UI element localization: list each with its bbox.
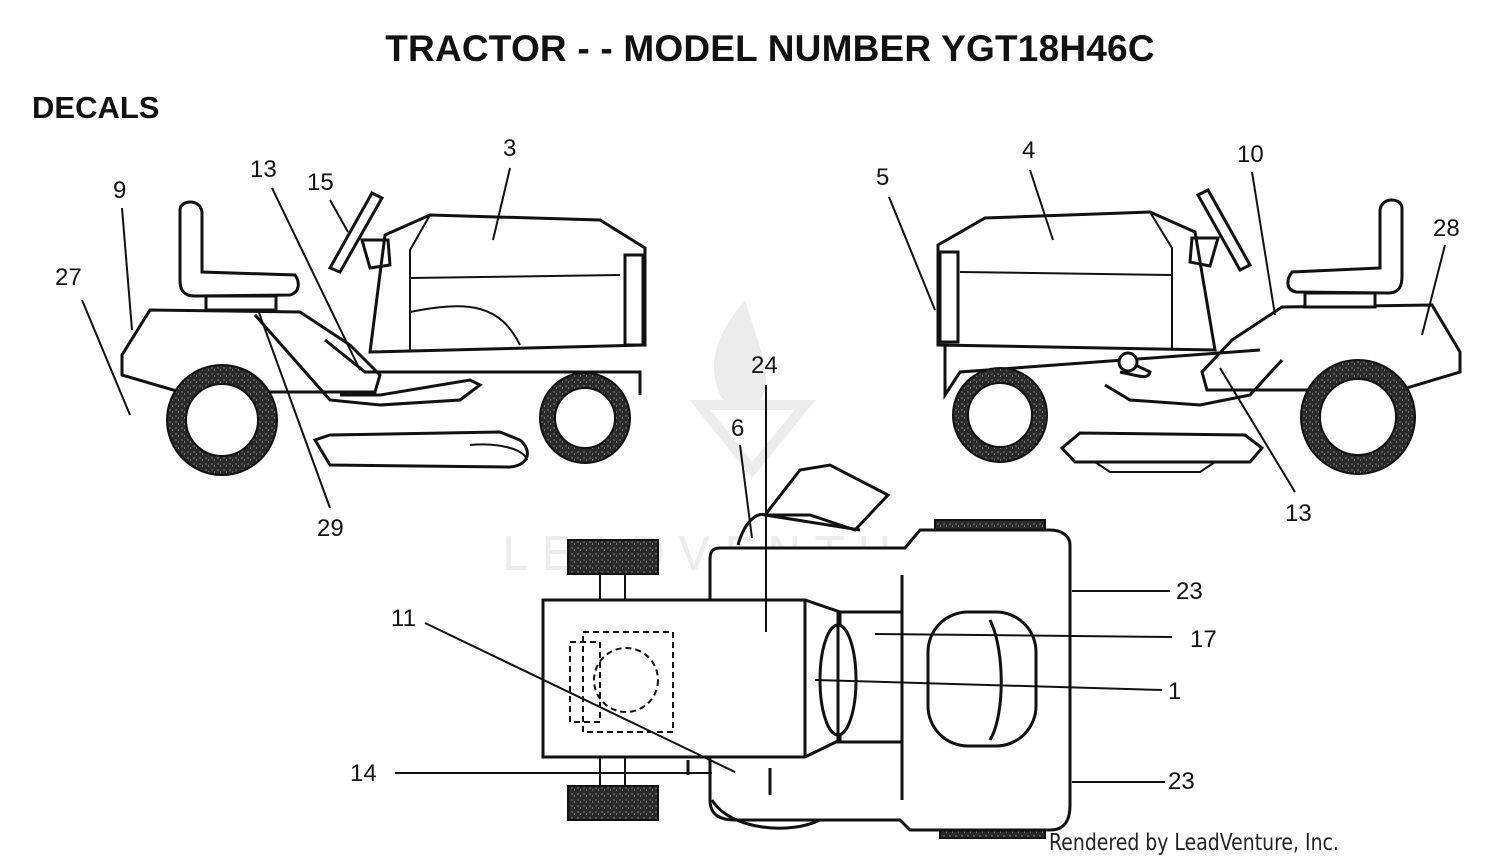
callout-11: 11 bbox=[391, 605, 416, 632]
section-heading: DECALS bbox=[32, 90, 160, 125]
callout-9: 9 bbox=[113, 177, 126, 204]
callout-1: 1 bbox=[1168, 678, 1181, 705]
callout-27: 27 bbox=[55, 264, 82, 291]
tractor-right-side-view bbox=[936, 188, 1462, 475]
callout-15: 15 bbox=[307, 169, 334, 196]
tractor-top-view bbox=[541, 463, 1072, 839]
callout-23: 23 bbox=[1168, 768, 1195, 795]
callouts: 27 9 13 15 3 29 5 4 10 28 13 24 6 11 14 … bbox=[55, 135, 1460, 795]
callout-5: 5 bbox=[876, 164, 889, 191]
callout-10: 10 bbox=[1237, 141, 1264, 168]
leader-lines bbox=[81, 167, 1446, 783]
callout-13: 13 bbox=[1285, 500, 1312, 527]
callout-3: 3 bbox=[503, 135, 516, 162]
flame-icon bbox=[689, 300, 816, 478]
callout-28: 28 bbox=[1433, 215, 1460, 242]
callout-17: 17 bbox=[1190, 626, 1217, 653]
front-tire-icon bbox=[567, 539, 659, 575]
front-tire-icon bbox=[567, 785, 659, 821]
callout-14: 14 bbox=[350, 760, 377, 787]
credit-text: Rendered by LeadVenture, Inc. bbox=[1049, 830, 1339, 856]
callout-23: 23 bbox=[1176, 578, 1203, 605]
page-title: TRACTOR - - MODEL NUMBER YGT18H46C bbox=[385, 28, 1155, 69]
callout-6: 6 bbox=[731, 415, 744, 442]
callout-24: 24 bbox=[751, 352, 778, 379]
callout-13: 13 bbox=[250, 156, 277, 183]
callout-4: 4 bbox=[1022, 137, 1035, 164]
callout-29: 29 bbox=[317, 515, 344, 542]
tractor-left-side-view bbox=[120, 191, 647, 476]
